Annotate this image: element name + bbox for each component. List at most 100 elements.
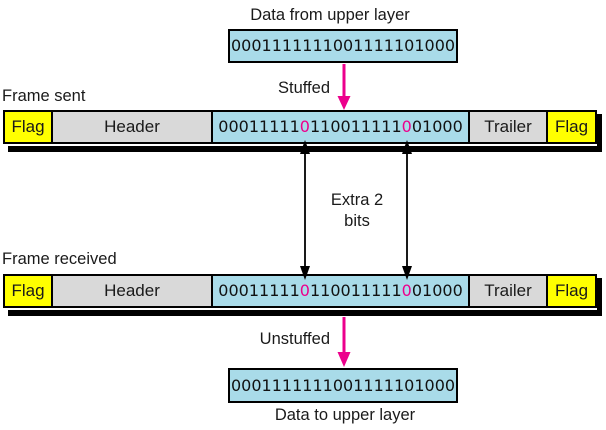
bit: 0: [424, 375, 435, 395]
bit: 0: [442, 281, 453, 300]
bit: 1: [322, 36, 333, 55]
bit: 0: [442, 117, 453, 136]
bit: 1: [371, 117, 382, 136]
bit: 1: [261, 375, 272, 395]
bit: 1: [279, 117, 290, 136]
bit: 1: [350, 117, 361, 136]
bit: 0: [404, 375, 415, 395]
bit: 0: [238, 281, 249, 300]
bit: 0: [401, 117, 412, 136]
bit: 1: [373, 36, 384, 55]
bit: 0: [424, 36, 435, 55]
frame-received-shadow-bottom: [8, 310, 602, 316]
bit: 0: [299, 117, 310, 136]
bit: 1: [281, 375, 293, 395]
bit: 1: [312, 36, 323, 55]
bit: 1: [391, 117, 402, 136]
stuffed-label: Stuffed: [278, 79, 330, 97]
bit: 1: [363, 375, 374, 395]
bit: 1: [281, 36, 293, 55]
bit: 0: [241, 36, 252, 55]
bit: 1: [383, 375, 394, 395]
bit: 1: [271, 375, 282, 395]
frame-received-shadow-right: [597, 278, 602, 316]
frame-sent-shadow-right: [597, 114, 602, 152]
bit: 1: [248, 117, 259, 136]
bit: 1: [279, 281, 290, 300]
bit: 1: [393, 375, 405, 395]
bit: 1: [309, 117, 321, 136]
bit: 1: [309, 281, 321, 300]
bit: 0: [432, 117, 443, 136]
frame-sent-flag-right: Flag: [546, 110, 597, 144]
bit: 1: [414, 375, 425, 395]
bit: 1: [371, 281, 382, 300]
bit: 1: [312, 375, 323, 395]
bit: 0: [434, 375, 445, 395]
bit: 1: [248, 281, 259, 300]
bit: 1: [422, 281, 433, 300]
bit: 0: [218, 281, 229, 300]
bit: 1: [360, 281, 372, 300]
bit: 0: [401, 281, 412, 300]
bit: 0: [404, 36, 415, 55]
bit: 0: [251, 375, 262, 395]
caption-data-to-upper-layer: Data to upper layer: [274, 406, 416, 424]
bit: 1: [289, 281, 300, 300]
bit: 1: [383, 36, 394, 55]
bit: 0: [411, 117, 422, 136]
bit: 1: [292, 375, 303, 395]
frame-received-trailer: Trailer: [468, 274, 548, 308]
bit: 0: [343, 36, 354, 55]
bit: 1: [353, 375, 364, 395]
frame-received-header: Header: [51, 274, 213, 308]
frame-received-flag-right: Flag: [546, 274, 597, 308]
unstuffed-arrow-icon: [337, 317, 351, 367]
bit: 1: [320, 281, 331, 300]
bit: 0: [330, 281, 341, 300]
bit: 0: [330, 117, 341, 136]
bit: 0: [230, 36, 242, 55]
bit: 0: [332, 375, 343, 395]
bit: 1: [322, 375, 333, 395]
bit: 1: [259, 117, 270, 136]
bit: 1: [391, 281, 402, 300]
bit: 0: [411, 281, 422, 300]
bit: 1: [363, 36, 374, 55]
bit: 1: [422, 117, 433, 136]
unstuffed-label: Unstuffed: [259, 330, 330, 348]
bit: 1: [302, 375, 313, 395]
bit: 0: [452, 281, 463, 300]
frame-received-flag-left: Flag: [3, 274, 53, 308]
bit: 0: [332, 36, 343, 55]
bit: 1: [350, 281, 361, 300]
bit: 0: [444, 375, 456, 395]
bit: 0: [218, 117, 229, 136]
bit: 0: [228, 281, 239, 300]
frame-sent-label: Frame sent: [2, 87, 86, 105]
bit: 0: [299, 281, 310, 300]
bit: 0: [228, 117, 239, 136]
frame-received-label: Frame received: [2, 250, 117, 268]
bit: 1: [271, 36, 282, 55]
bit: 1: [414, 36, 425, 55]
bit: 1: [261, 36, 272, 55]
bit: 0: [343, 375, 354, 395]
bit: 0: [251, 36, 262, 55]
bit: 0: [432, 281, 443, 300]
bit: 1: [393, 36, 405, 55]
bit: 0: [241, 375, 252, 395]
extra-2-bits-label: Extra 2 bits: [330, 191, 384, 230]
bit: 1: [360, 117, 372, 136]
bit: 1: [320, 117, 331, 136]
